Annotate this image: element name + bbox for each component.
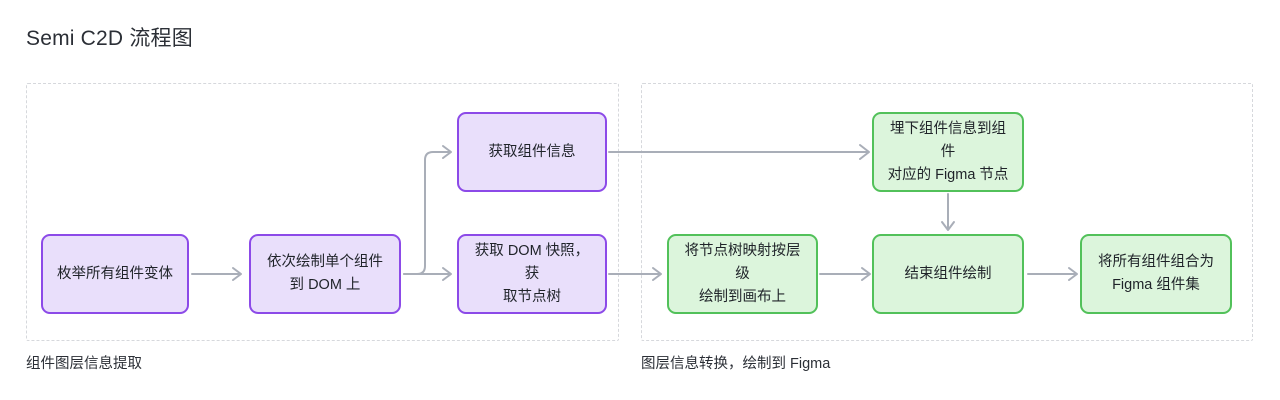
node-label: 结束组件绘制: [904, 265, 992, 282]
node-embed-info-figma[interactable]: 埋下组件信息到组件 对应的 Figma 节点: [872, 112, 1024, 192]
group-label-convert: 图层信息转换，绘制到 Figma: [641, 356, 831, 372]
node-label: 获取 DOM 快照，获 取节点树: [474, 242, 590, 305]
group-container-convert: [641, 83, 1253, 341]
node-label: 获取组件信息: [488, 143, 576, 160]
node-get-dom-snapshot[interactable]: 获取 DOM 快照，获 取节点树: [457, 234, 607, 314]
group-container-extract: [26, 83, 619, 341]
node-render-to-dom[interactable]: 依次绘制单个组件 到 DOM 上: [249, 234, 401, 314]
node-label: 枚举所有组件变体: [57, 265, 173, 282]
node-label: 将所有组件组合为 Figma 组件集: [1098, 254, 1214, 293]
page-title: Semi C2D 流程图: [26, 27, 193, 50]
node-get-component-info[interactable]: 获取组件信息: [457, 112, 607, 192]
node-map-node-tree[interactable]: 将节点树映射按层级 绘制到画布上: [667, 234, 818, 314]
node-combine-component-set[interactable]: 将所有组件组合为 Figma 组件集: [1080, 234, 1232, 314]
node-label: 依次绘制单个组件 到 DOM 上: [267, 254, 383, 293]
node-finish-drawing[interactable]: 结束组件绘制: [872, 234, 1024, 314]
node-label: 将节点树映射按层级 绘制到画布上: [684, 242, 801, 305]
node-enumerate-variants[interactable]: 枚举所有组件变体: [41, 234, 189, 314]
group-label-extract: 组件图层信息提取: [26, 356, 142, 372]
node-label: 埋下组件信息到组件 对应的 Figma 节点: [887, 120, 1009, 183]
